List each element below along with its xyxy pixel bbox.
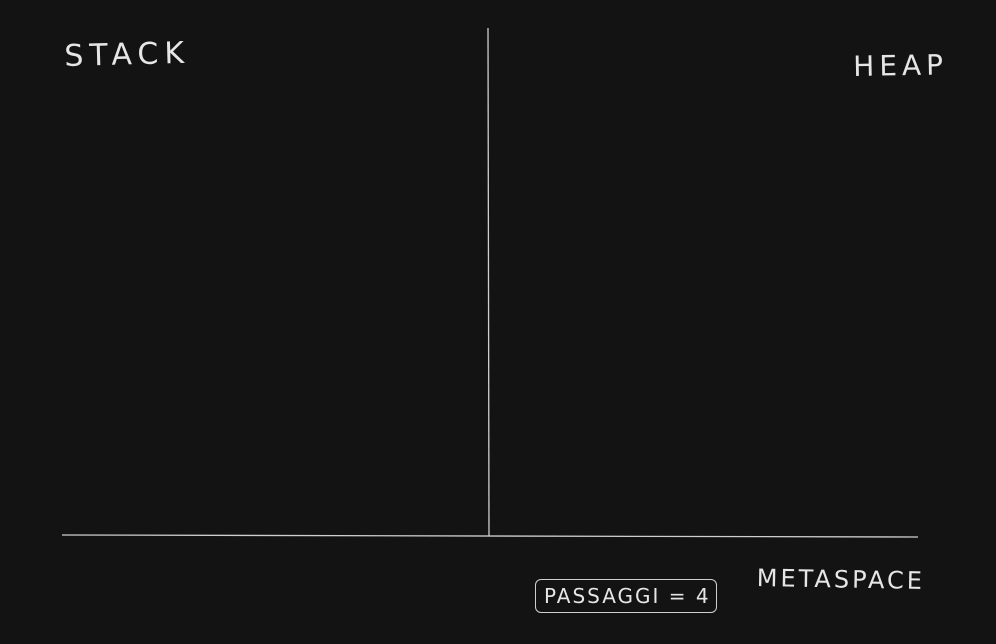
passaggi-counter-text: PASSAGGI = 4: [544, 584, 711, 608]
metaspace-region-label: METASPACE: [756, 564, 926, 595]
metaspace-divider: [61, 534, 919, 538]
stack-region-label: STACK: [63, 35, 191, 74]
passaggi-counter-box: PASSAGGI = 4: [535, 579, 717, 613]
stack-heap-divider: [487, 27, 490, 537]
heap-region-label: HEAP: [852, 48, 949, 83]
